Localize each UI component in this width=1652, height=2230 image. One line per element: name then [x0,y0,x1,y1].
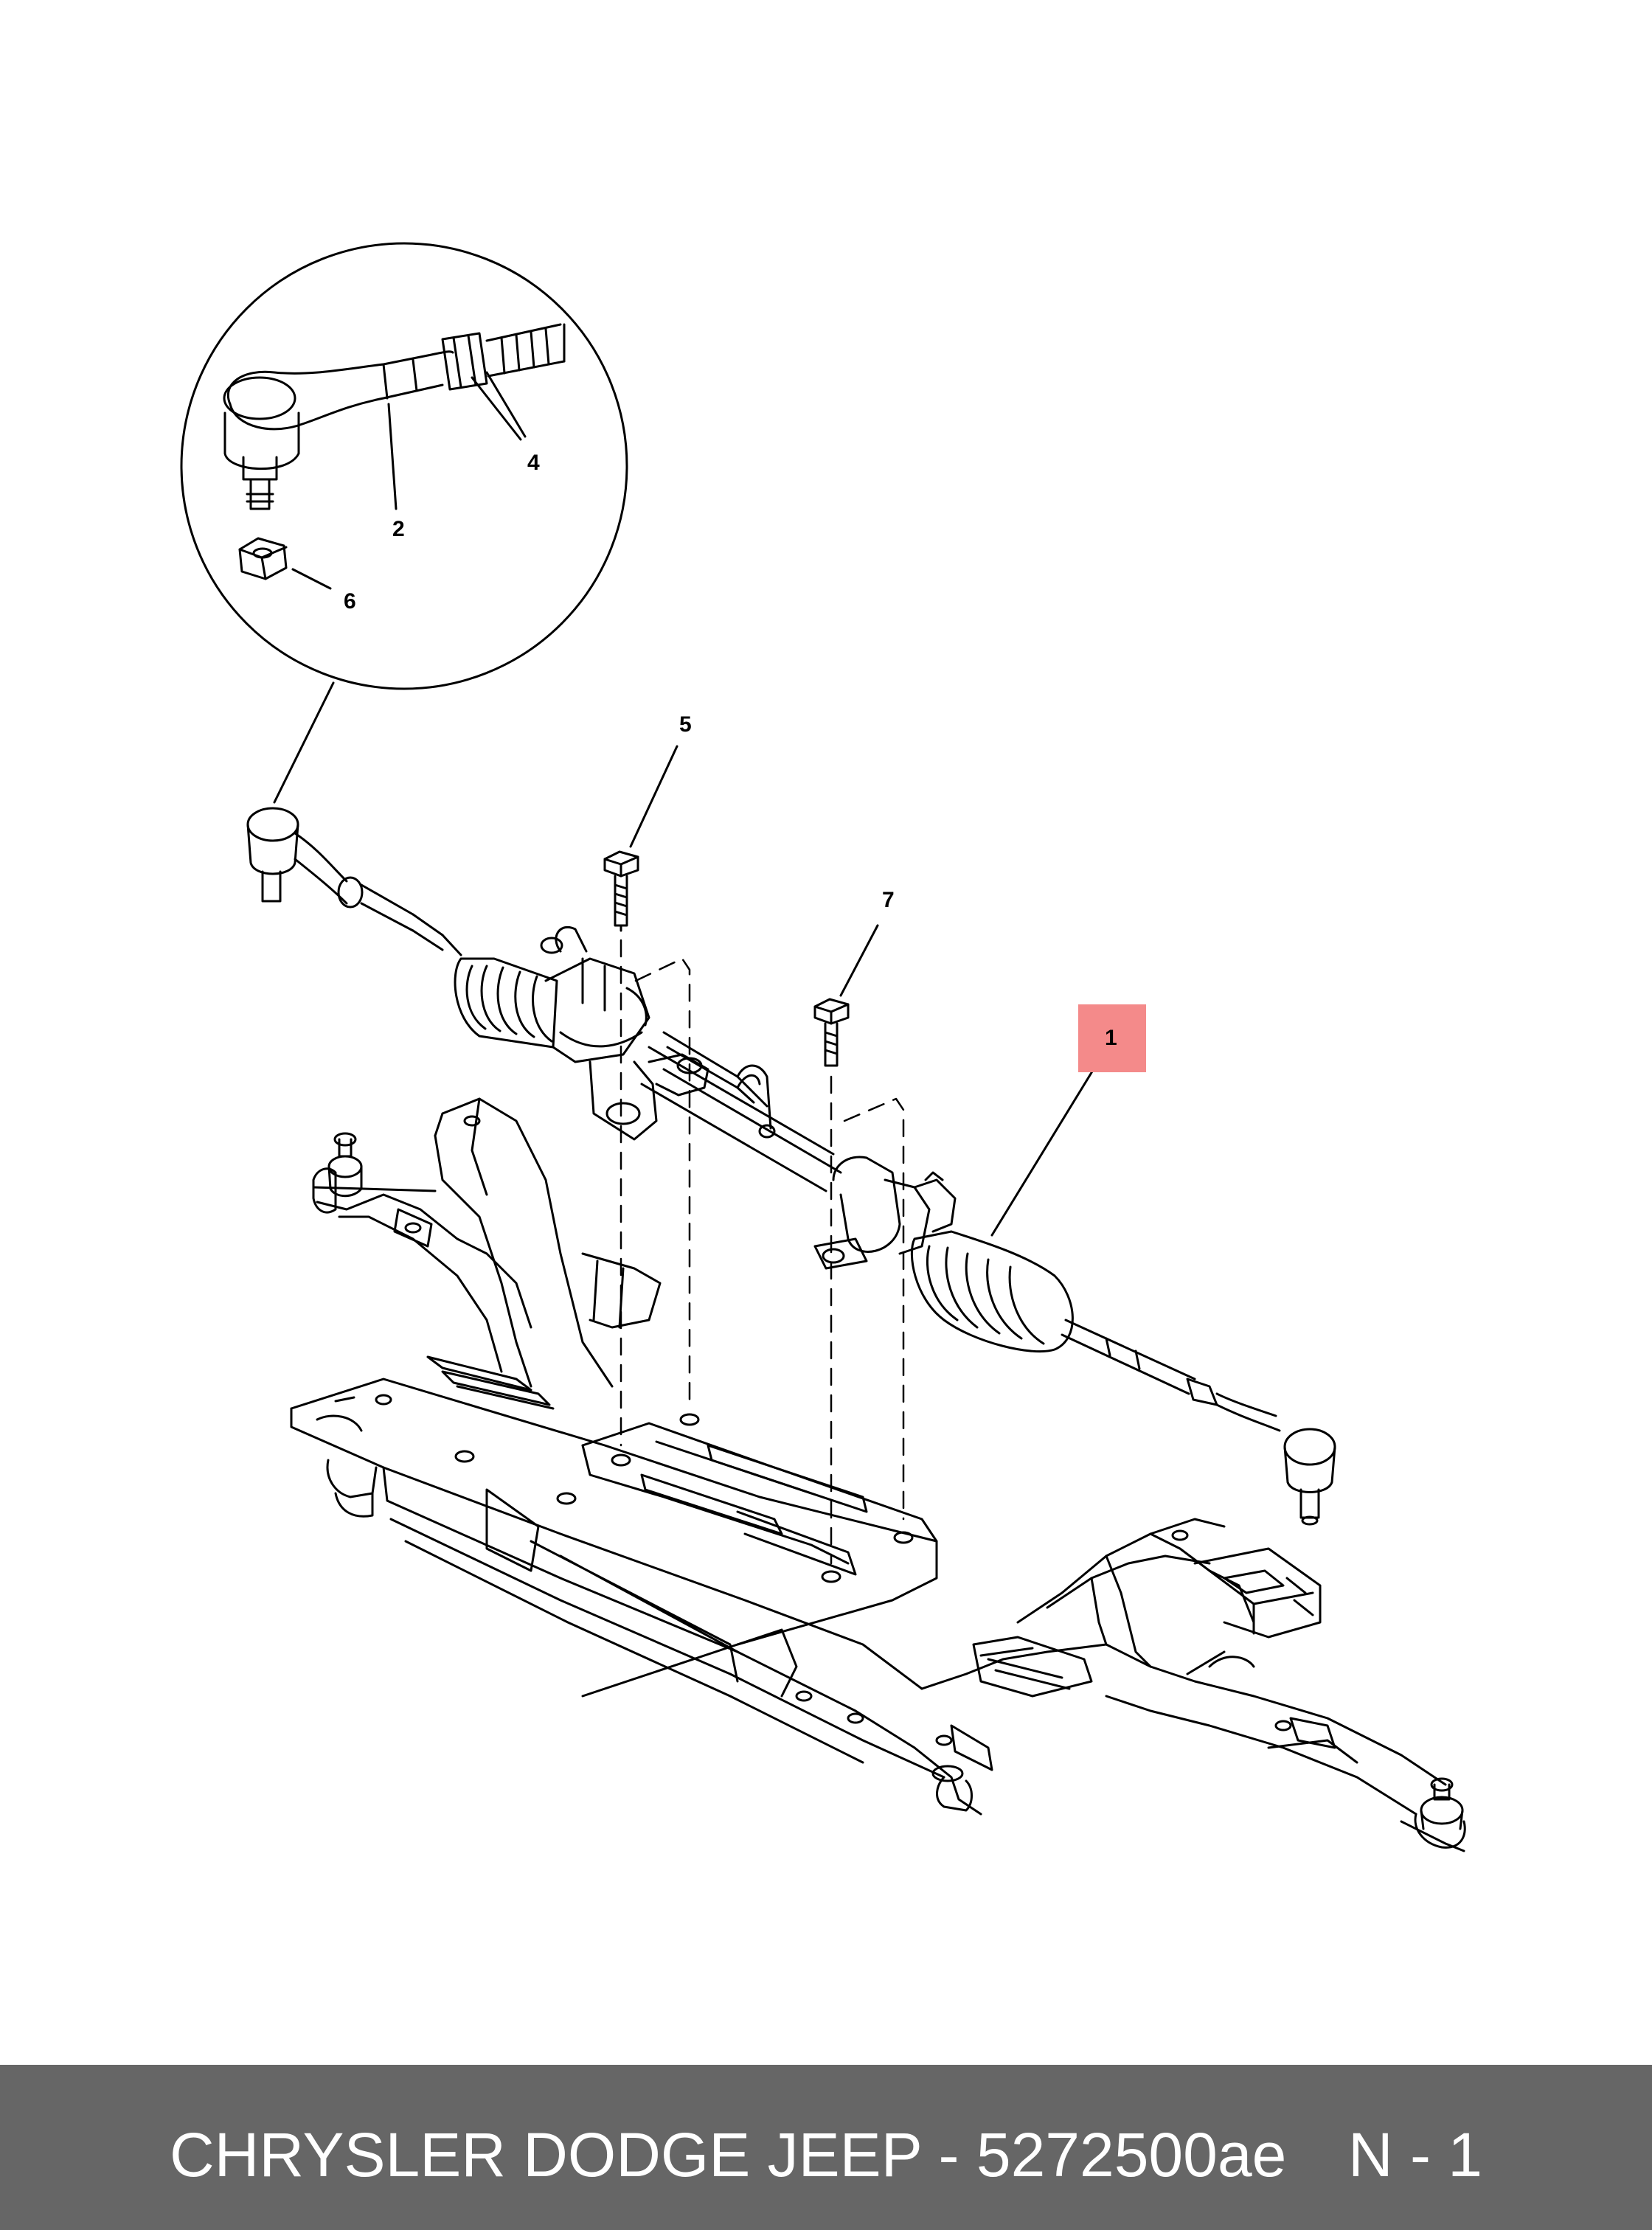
detail-view [180,242,628,804]
left-tie-rod-end [246,807,444,951]
leader-7 [839,924,879,997]
crossmember [290,1097,1466,1852]
callout-1-highlight [1078,1004,1146,1072]
alignment-lines [620,939,905,1565]
callout-7: 7 [882,888,895,912]
parts-diagram: 1 2 4 5 6 7 [180,242,1466,1852]
detail-leader-line [273,681,335,804]
steering-rack [441,925,1336,1526]
callout-2: 2 [392,517,405,541]
leader-4b [485,371,527,438]
leader-2 [387,403,398,510]
detail-circle [180,242,628,690]
footer-bar [0,2065,1652,2230]
diagram-svg: 1 2 4 5 6 7 [180,242,1466,1852]
callout-1: 1 [1105,1026,1117,1050]
callout-5: 5 [679,712,692,737]
footer-page-indicator: N - 1 [1348,2120,1483,2189]
footer-part-number: CHRYSLER DODGE JEEP - 5272500ae [170,2120,1287,2189]
leader-1 [990,1066,1096,1237]
leader-6 [291,568,332,590]
leader-5 [629,745,678,848]
fasteners [603,745,879,1067]
callout-4: 4 [527,451,540,475]
leader-4a [471,376,522,441]
callout-6: 6 [344,589,356,614]
tie-rod-end-detail [223,323,566,580]
